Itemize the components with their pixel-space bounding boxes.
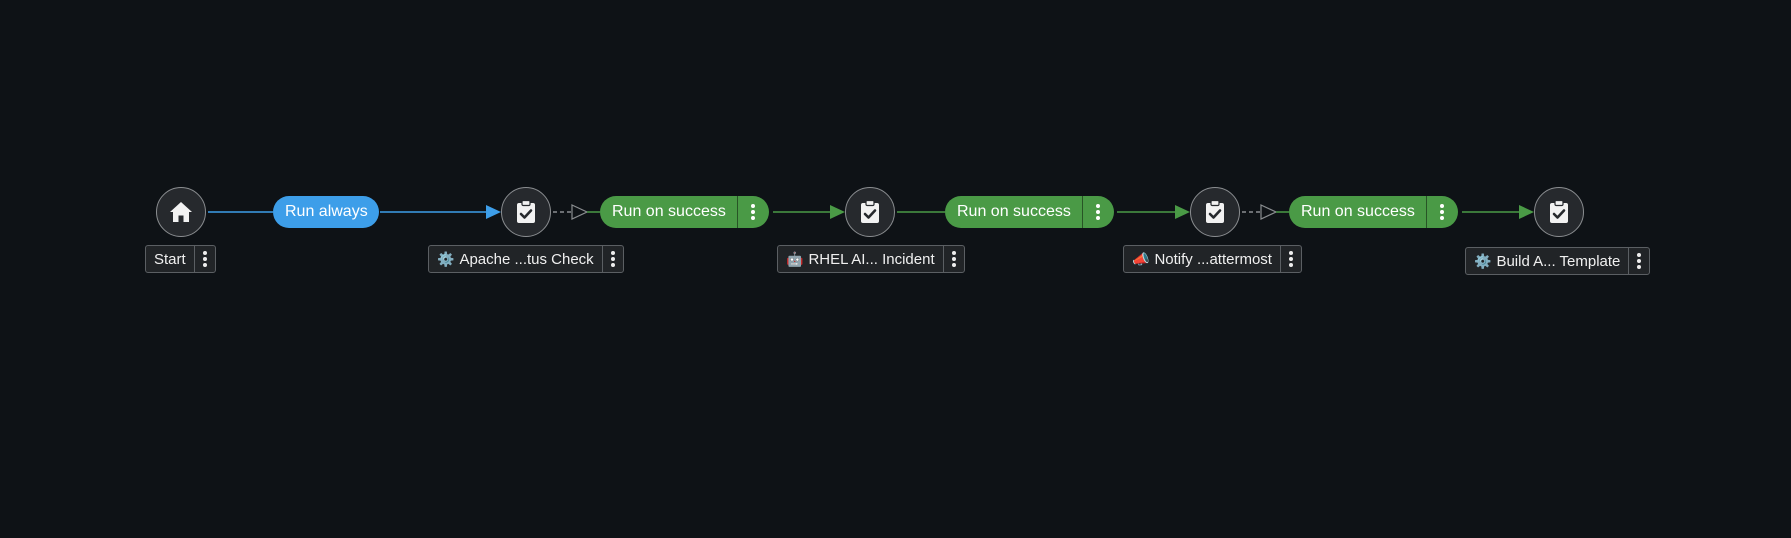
- node-label-text: Apache ...tus Check: [459, 250, 594, 268]
- node-label-text: Start: [154, 250, 186, 268]
- link-label: Run on success: [612, 203, 726, 220]
- link-apache-rhel-menu-button[interactable]: [736, 196, 769, 228]
- node-label-text: Build A... Template: [1496, 252, 1621, 270]
- link-label: Run on success: [957, 203, 1071, 220]
- node-rhel-menu-button[interactable]: [942, 246, 964, 272]
- kebab-icon: [951, 251, 956, 267]
- node-label-text: RHEL AI... Incident: [808, 250, 935, 268]
- clipboard-check-icon: [861, 200, 879, 223]
- home-icon: [170, 202, 192, 222]
- link-notify-build[interactable]: Run on success: [1289, 196, 1458, 228]
- node-label-apache[interactable]: ⚙️Apache ...tus Check: [428, 245, 624, 273]
- node-start[interactable]: [156, 187, 206, 237]
- node-build-menu-button[interactable]: [1628, 248, 1649, 274]
- megaphone-icon: 📣: [1132, 250, 1150, 267]
- link-start-apache[interactable]: Run always: [273, 196, 379, 228]
- node-build[interactable]: [1534, 187, 1584, 237]
- arrow-head-outline-icon: [1260, 204, 1278, 220]
- arrow-head-outline-icon: [571, 204, 589, 220]
- arrow-head-icon: [1519, 205, 1534, 219]
- link-rhel-notify[interactable]: Run on success: [945, 196, 1114, 228]
- link-label: Run always: [285, 203, 368, 220]
- node-label-text: Notify ...attermost: [1154, 250, 1272, 268]
- node-notify-menu-button[interactable]: [1279, 246, 1301, 272]
- gear-icon: ⚙️: [1474, 252, 1492, 269]
- link-apache-rhel[interactable]: Run on success: [600, 196, 769, 228]
- kebab-icon: [1440, 204, 1445, 220]
- kebab-icon: [1288, 251, 1293, 267]
- kebab-icon: [610, 251, 615, 267]
- kebab-icon: [1637, 253, 1642, 269]
- node-apache[interactable]: [501, 187, 551, 237]
- link-notify-build-menu-button[interactable]: [1425, 196, 1458, 228]
- arrow-head-icon: [830, 205, 845, 219]
- robot-icon: 🤖: [786, 250, 804, 267]
- arrow-head-icon: [486, 205, 501, 219]
- node-label-rhel[interactable]: 🤖RHEL AI... Incident: [777, 245, 965, 273]
- arrow-head-icon: [1175, 205, 1190, 219]
- link-rhel-notify-menu-button[interactable]: [1081, 196, 1114, 228]
- node-label-start[interactable]: Start: [145, 245, 216, 273]
- kebab-icon: [202, 251, 207, 267]
- node-apache-menu-button[interactable]: [601, 246, 623, 272]
- clipboard-check-icon: [517, 200, 535, 223]
- node-label-build[interactable]: ⚙️Build A... Template: [1465, 247, 1651, 275]
- clipboard-check-icon: [1550, 200, 1568, 223]
- link-label: Run on success: [1301, 203, 1415, 220]
- node-start-menu-button[interactable]: [193, 246, 215, 272]
- kebab-icon: [1096, 204, 1101, 220]
- gear-icon: ⚙️: [437, 250, 455, 267]
- clipboard-check-icon: [1206, 200, 1224, 223]
- kebab-icon: [751, 204, 756, 220]
- node-notify[interactable]: [1190, 187, 1240, 237]
- node-label-notify[interactable]: 📣Notify ...attermost: [1123, 245, 1302, 273]
- node-rhel[interactable]: [845, 187, 895, 237]
